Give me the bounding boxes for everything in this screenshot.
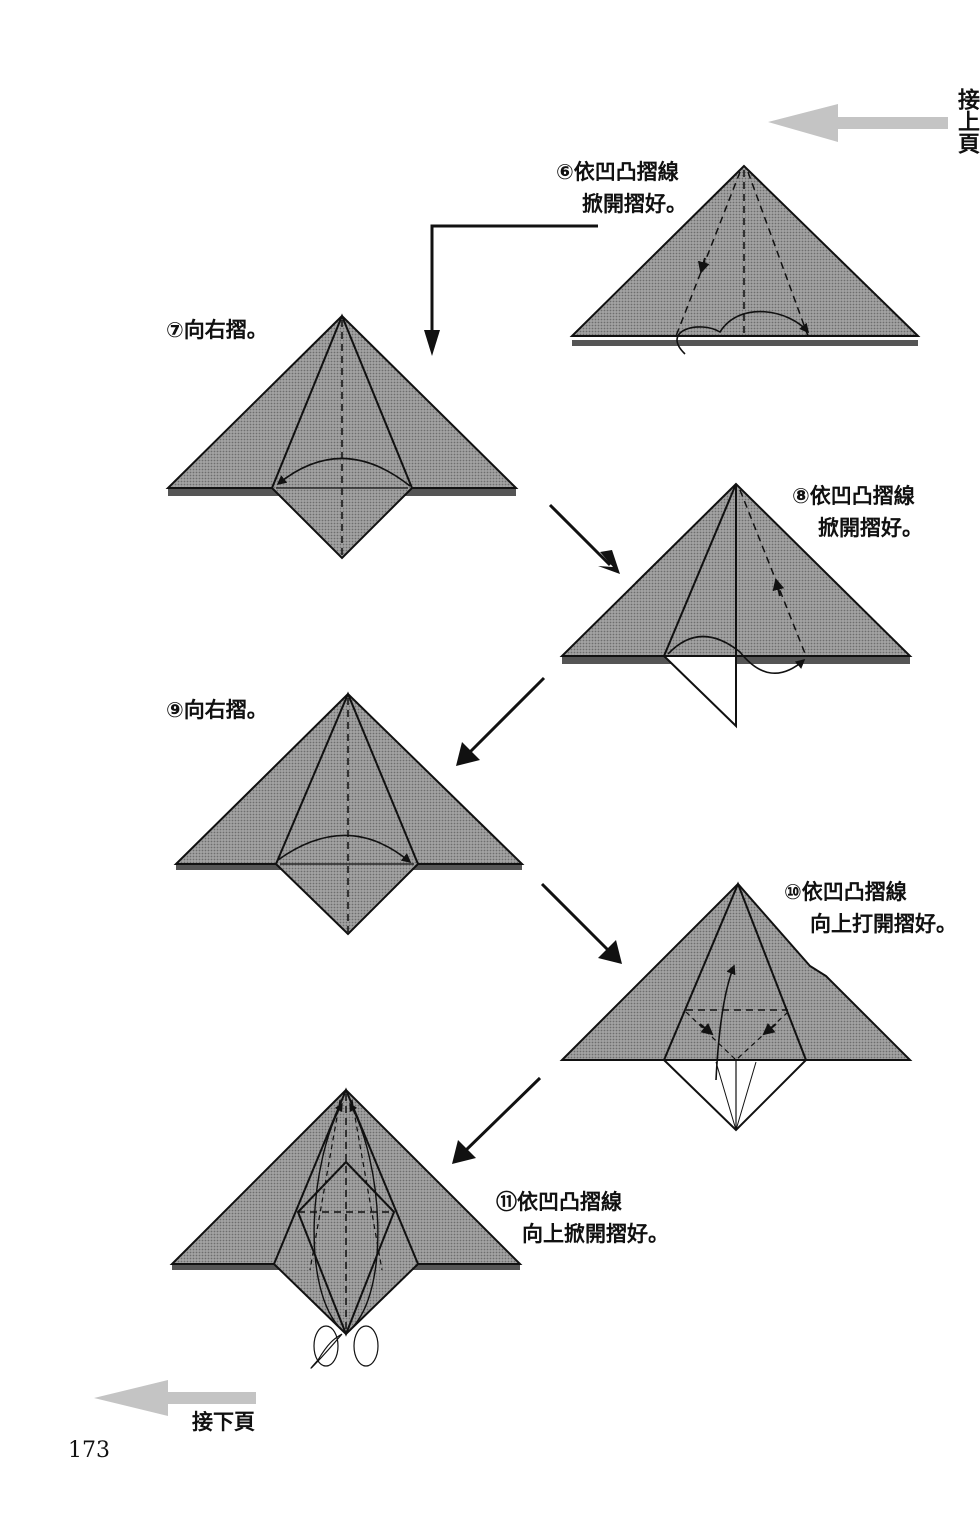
step-10-line1: 依凹凸摺線 <box>801 880 907 904</box>
step-7-number: ⑦ <box>166 318 184 342</box>
step-7-figure <box>165 313 519 560</box>
step-9-line1: 向右摺。 <box>183 698 268 722</box>
step-9-figure <box>173 691 525 936</box>
step-10-number: ⑩ <box>784 880 802 904</box>
step-11-number: ⑪ <box>496 1190 517 1214</box>
step-10-label: ⑩依凹凸摺線 向上打開摺好。 <box>784 876 957 940</box>
continue-from-label: 接上頁 <box>954 88 979 154</box>
arrow-step9-to-step10 <box>540 882 622 964</box>
arrow-step6-to-step7 <box>424 224 598 356</box>
step-7-label: ⑦向右摺。 <box>166 314 268 346</box>
step-6-line2: 掀開摺好。 <box>582 192 687 216</box>
step-6-line1: 依凹凸摺線 <box>573 160 679 184</box>
step-8-label: ⑧依凹凸摺線 掀開摺好。 <box>792 480 923 544</box>
continue-to-arrow-icon <box>94 1380 256 1416</box>
arrow-step8-to-step9 <box>456 676 546 766</box>
step-11-label: ⑪依凹凸摺線 向上掀開摺好。 <box>496 1186 669 1250</box>
step-8-line2: 掀開摺好。 <box>818 516 923 540</box>
page-number: 173 <box>68 1438 110 1463</box>
step-8-figure <box>559 482 913 729</box>
step-8-line1: 依凹凸摺線 <box>809 484 915 508</box>
step-10-line2: 向上打開摺好。 <box>810 912 957 936</box>
step-8-number: ⑧ <box>792 484 810 508</box>
step-11-line2: 向上掀開摺好。 <box>522 1222 669 1246</box>
step-7-line1: 向右摺。 <box>183 318 268 342</box>
arrow-step10-to-step11 <box>452 1076 542 1164</box>
step-6-label: ⑥依凹凸摺線 掀開摺好。 <box>556 156 687 220</box>
step-9-label: ⑨向右摺。 <box>166 694 268 726</box>
continue-to-label: 接下頁 <box>192 1410 255 1434</box>
arrow-step7-to-step8 <box>548 503 620 574</box>
step-6-number: ⑥ <box>556 160 574 184</box>
step-9-number: ⑨ <box>166 698 184 722</box>
step-10-figure <box>559 881 913 1132</box>
continue-from-text: 接上頁 <box>954 88 979 154</box>
step-11-figure <box>169 1087 523 1369</box>
step-11-line1: 依凹凸摺線 <box>517 1190 622 1214</box>
continue-from-arrow-icon <box>768 104 948 142</box>
step-6-figure <box>569 164 921 355</box>
